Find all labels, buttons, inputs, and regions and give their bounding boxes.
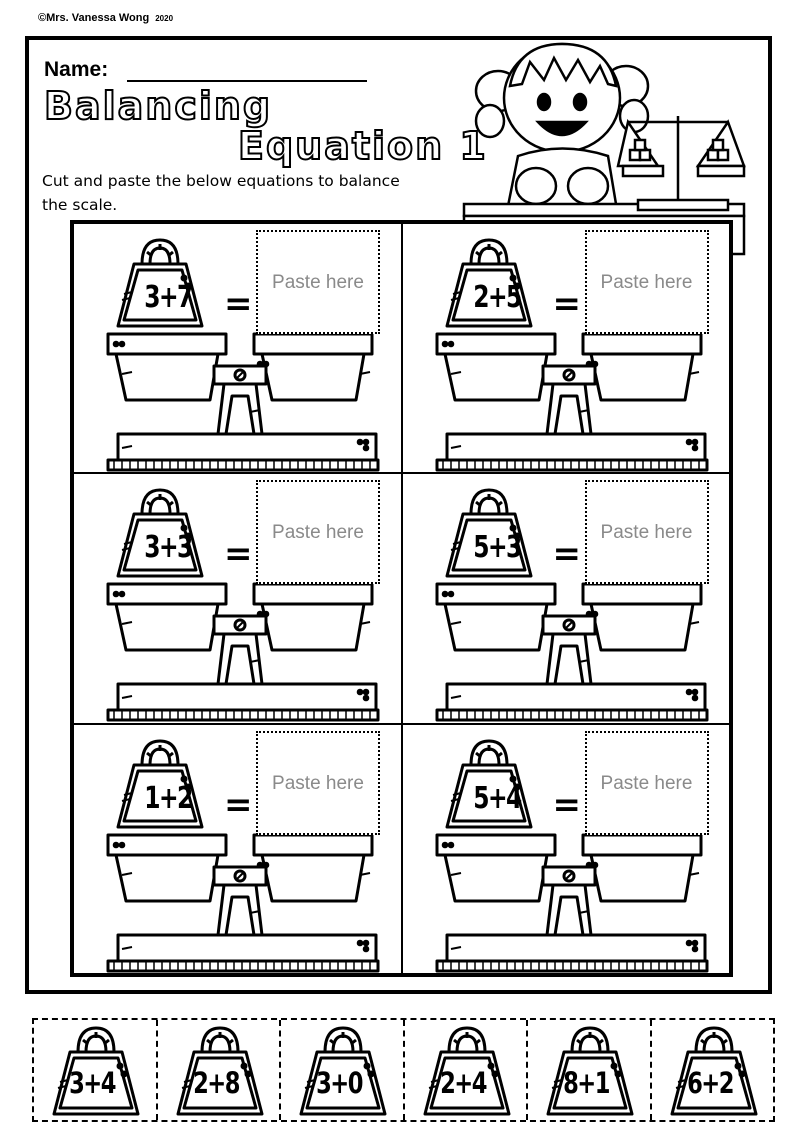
weight-equation: 5+4 bbox=[472, 780, 522, 816]
cut-out-strip: 3+4 2+8 3+0 2+4 8+1 6+2 bbox=[32, 1018, 775, 1122]
worksheet-frame bbox=[25, 36, 772, 994]
cutout-equation: 2+4 bbox=[439, 1066, 487, 1100]
weight-equation: 3+7 bbox=[144, 280, 193, 315]
title-line-2: Equation 1 bbox=[237, 123, 488, 169]
scale-cell-4: 5+3 = Paste here bbox=[401, 473, 730, 724]
paste-area[interactable]: Paste here bbox=[256, 480, 380, 585]
cutout-card-4[interactable]: 2+4 bbox=[405, 1020, 528, 1120]
cutout-equation: 8+1 bbox=[563, 1066, 610, 1100]
name-label: Name: bbox=[44, 58, 109, 81]
scale-cell-5: 1+2 = Paste here bbox=[73, 723, 402, 974]
cutout-card-3[interactable]: 3+0 bbox=[281, 1020, 405, 1120]
equals-sign: = bbox=[552, 534, 582, 575]
cutout-equation: 6+2 bbox=[686, 1066, 734, 1100]
cutout-card-6[interactable]: 6+2 bbox=[652, 1020, 774, 1120]
cutout-card-5[interactable]: 8+1 bbox=[528, 1020, 652, 1120]
equals-sign: = bbox=[224, 284, 253, 324]
paste-area[interactable]: Paste here bbox=[256, 730, 380, 835]
weight-equation: 5+3 bbox=[472, 530, 522, 566]
paste-area[interactable]: Paste here bbox=[256, 230, 380, 334]
scale-cell-3: 3+3 = Paste here bbox=[73, 473, 402, 724]
instructions: Cut and paste the below equations to bal… bbox=[42, 172, 400, 214]
scale-cell-2: 2+5 = Paste here bbox=[401, 223, 730, 474]
title-line-1: Balancing bbox=[43, 83, 273, 129]
cutout-equation: 2+8 bbox=[192, 1066, 240, 1100]
name-field-line[interactable] bbox=[127, 80, 367, 82]
weight-equation: 1+2 bbox=[144, 780, 193, 816]
weight-equation: 2+5 bbox=[472, 280, 522, 315]
paste-area[interactable]: Paste here bbox=[584, 230, 709, 334]
scale-cell-1: 3+7 = Paste here bbox=[73, 223, 402, 474]
scales-grid: 3+7 = Paste here 2+5 = Paste here 3+3 = … bbox=[70, 220, 733, 977]
cutout-card-2[interactable]: 2+8 bbox=[158, 1020, 281, 1120]
equals-sign: = bbox=[224, 534, 253, 575]
equals-sign: = bbox=[552, 784, 582, 825]
cutout-equation: 3+0 bbox=[316, 1066, 363, 1100]
scale-cell-6: 5+4 = Paste here bbox=[401, 723, 730, 974]
equals-sign: = bbox=[224, 784, 253, 825]
equals-sign: = bbox=[552, 284, 582, 324]
cutout-equation: 3+4 bbox=[69, 1066, 116, 1100]
cutout-card-1[interactable]: 3+4 bbox=[34, 1020, 158, 1120]
paste-area[interactable]: Paste here bbox=[584, 480, 709, 585]
weight-equation: 3+3 bbox=[144, 530, 193, 566]
paste-area[interactable]: Paste here bbox=[584, 730, 709, 835]
